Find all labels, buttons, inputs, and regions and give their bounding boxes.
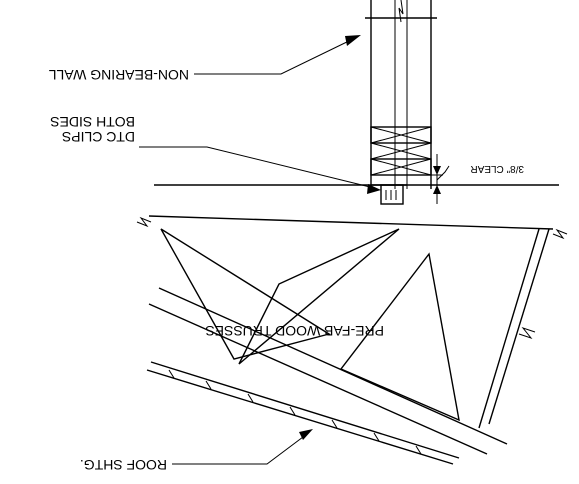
break-symbol [398,0,404,23]
truss-webs [160,228,550,429]
leader-arrow [345,35,361,46]
leader-wall [194,38,354,75]
clip-body [380,184,404,205]
label-both-sides: BOTH SIDES [50,114,135,130]
dimension-arrow [433,166,441,175]
label-non-bearing-wall: NON-BEARING WALL [49,67,189,83]
wall-top-plate [370,126,432,144]
truss-bottom-chord [148,287,508,455]
break-mark [552,228,568,240]
sheathing-hatch [168,369,175,379]
sheathing-hatch [331,419,338,429]
bottom-chord-top [148,303,488,455]
web-triangle-right [160,228,331,360]
leaders [139,35,381,465]
break-marks [136,216,568,340]
sheathing-hatch [289,406,296,416]
sheathing-hatch [205,380,212,390]
label-clear: 3/8" CLEAR [470,163,524,174]
web-member [488,228,550,425]
clear-dimension [431,154,450,204]
bottom-chord-line [158,287,508,445]
web-triangle-left [339,252,460,422]
leader-clips [139,146,375,189]
plate-cross [370,142,432,160]
leader-shtg [172,433,308,465]
web-triangle-mid [238,228,400,365]
sheathing-hatch [247,393,254,403]
web-member [478,228,540,429]
leader-arrow [367,184,381,194]
rotated-drawing-group: NON-BEARING WALL DTC CLIPS BOTH SIDES 3/… [49,0,568,473]
dtc-clip [371,184,407,205]
label-roof-shtg: ROOF SHTG. [80,457,167,473]
wall-bottom-plate [370,158,432,176]
sheathing-hatch [415,445,422,455]
top-chord-underside [148,215,554,230]
non-bearing-wall [365,0,437,189]
plate-cross [370,158,432,176]
break-mark [518,326,536,340]
sheathing-hatch [373,432,380,442]
roof-sheathing [146,361,460,465]
truss-top-chord [148,184,559,230]
dimension-arrow [433,185,441,194]
break-mark [136,216,152,228]
leader-arrow [299,429,313,440]
dimension-leader [436,165,450,181]
sheathing-line [150,361,460,459]
sheathing-line [146,369,454,465]
label-trusses: PRE-FAB WOOD TRUSSES [205,323,384,339]
label-dtc-clips: DTC CLIPS [62,129,135,145]
plate-cross [370,126,432,144]
